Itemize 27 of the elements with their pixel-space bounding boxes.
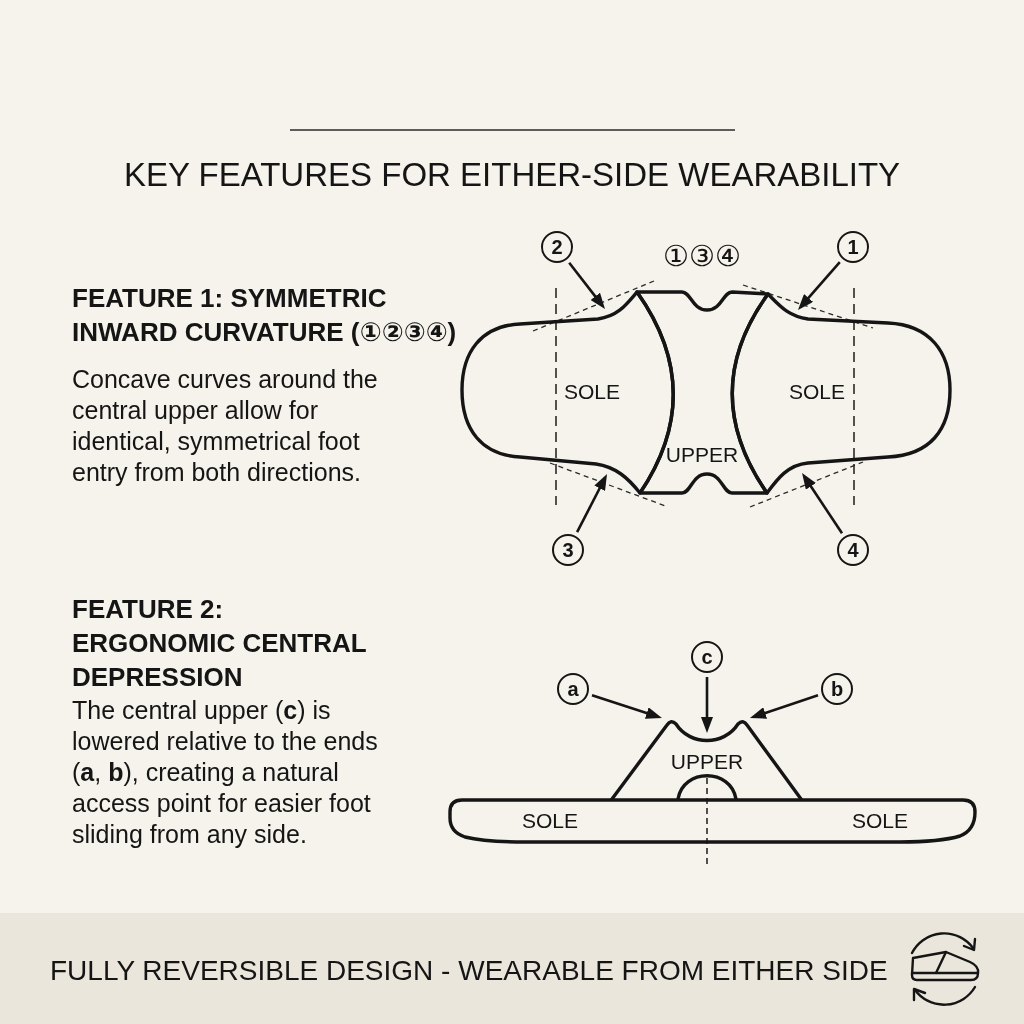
part-label: UPPER — [665, 443, 739, 467]
callout-number: 3 — [552, 534, 584, 566]
callout-numbers: ①③④ — [663, 241, 741, 273]
leader-arrow — [798, 261, 841, 310]
callout-number: c — [691, 641, 723, 673]
footer-caption: FULLY REVERSIBLE DESIGN - WEARABLE FROM EITHER SIDE — [50, 955, 888, 987]
callout-number: 2 — [541, 231, 573, 263]
feature-description: Concave curves around the central upper allow for identical, symmetrical foot entry from both directions. — [72, 364, 379, 488]
feature-heading: FEATURE 1: SYMMETRIC INWARD CURVATURE (①②③④) — [72, 282, 458, 349]
feature-heading: FEATURE 2: ERGONOMIC CENTRAL DEPRESSION — [72, 593, 368, 694]
leader-arrow — [575, 474, 607, 533]
callout-number: b — [821, 673, 853, 705]
leader-arrow — [568, 262, 605, 309]
callout-number: a — [557, 673, 589, 705]
feature-description: The central upper (c) is lowered relative to the ends (a, b), creating a natural access point for easier foot sliding from any side. — [72, 695, 379, 850]
leader-arrow — [802, 473, 844, 534]
callout-number: 1 — [837, 231, 869, 263]
callout-number: 4 — [837, 534, 869, 566]
part-label: SOLE — [789, 380, 845, 404]
leader-arrow — [701, 677, 713, 733]
part-label: SOLE — [852, 809, 908, 833]
part-label: SOLE — [522, 809, 578, 833]
part-label: UPPER — [670, 750, 744, 774]
leader-arrow — [591, 693, 662, 719]
page-title: KEY FEATURES FOR EITHER-SIDE WEARABILITY — [123, 155, 901, 195]
leader-arrow — [749, 694, 819, 719]
part-label: SOLE — [564, 380, 620, 404]
